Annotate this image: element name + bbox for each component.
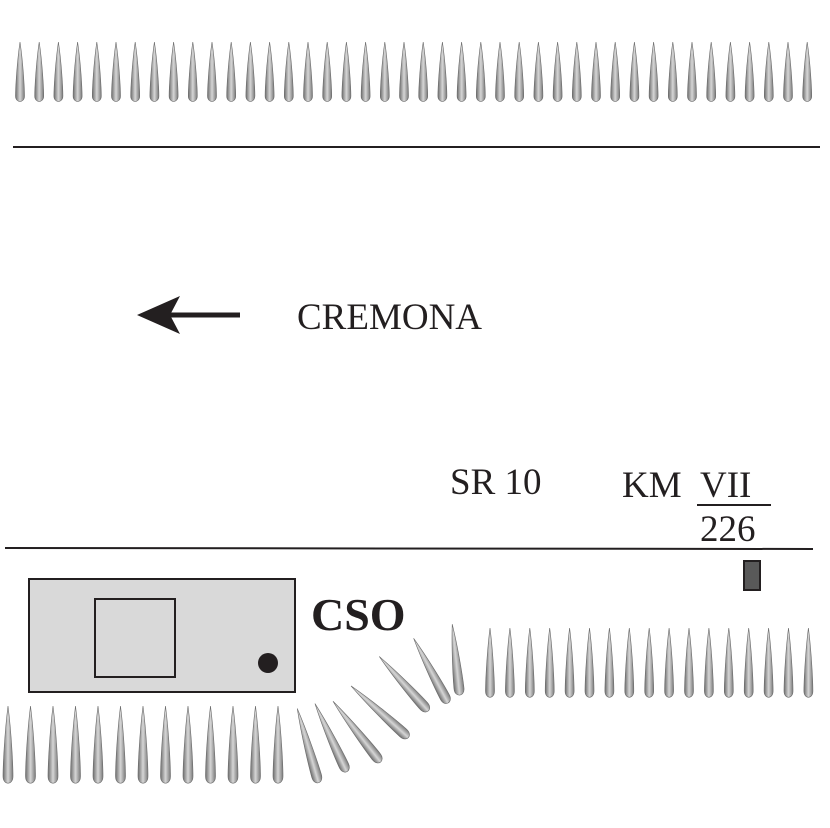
tree-icon — [584, 627, 595, 698]
tree-icon — [322, 41, 333, 102]
tree-icon — [687, 41, 697, 102]
tree-icon — [360, 41, 371, 102]
tree-icon — [629, 41, 640, 102]
tree-icon — [571, 41, 582, 102]
tree-icon — [564, 627, 575, 698]
tree-icon — [47, 705, 59, 784]
tree-icon — [495, 41, 505, 102]
tree-icon — [168, 41, 179, 102]
tree-icon — [644, 627, 655, 698]
direction-label: CREMONA — [297, 297, 482, 338]
tree-icon — [137, 705, 149, 784]
tree-icon — [648, 41, 659, 102]
tree-icon — [505, 627, 515, 698]
tree-icon — [34, 41, 45, 102]
building-inner-square — [94, 598, 176, 678]
tree-icon — [533, 41, 544, 102]
tree-icon — [314, 703, 350, 773]
tree-icon — [245, 41, 256, 102]
tree-icon — [418, 41, 429, 102]
building — [28, 578, 296, 693]
building-label: CSO — [311, 589, 406, 640]
milestone-roman: VII — [700, 465, 751, 506]
tree-icon — [624, 627, 635, 698]
tree-icon — [610, 41, 621, 102]
tree-icon — [664, 627, 674, 698]
tree-icon — [149, 41, 160, 102]
tree-icon — [485, 627, 495, 698]
tree-icon — [475, 41, 486, 102]
tree-icon — [684, 627, 694, 698]
tree-icon — [160, 705, 171, 784]
tree-icon — [437, 41, 448, 102]
tree-icon — [296, 708, 323, 784]
tree-icon — [379, 41, 390, 102]
tree-row-top — [15, 41, 813, 102]
tree-icon — [524, 627, 535, 698]
tree-icon — [783, 41, 793, 102]
road-edge-bottom — [4, 547, 814, 550]
tree-icon — [205, 705, 216, 784]
tree-row-bottom-right — [485, 627, 814, 698]
milestone-marker — [743, 560, 761, 591]
tree-icon — [704, 627, 714, 698]
tree-icon — [2, 705, 14, 784]
tree-icon — [303, 41, 313, 102]
tree-icon — [723, 627, 734, 698]
building-dot — [258, 653, 278, 673]
tree-icon — [604, 627, 615, 698]
tree-icon — [802, 41, 813, 102]
direction-arrow-left-icon — [137, 296, 240, 334]
tree-icon — [264, 41, 275, 102]
tree-icon — [763, 627, 774, 698]
tree-icon — [227, 705, 239, 784]
tree-icon — [399, 41, 409, 102]
tree-icon — [341, 41, 352, 102]
tree-icon — [514, 41, 525, 102]
tree-icon — [744, 41, 755, 102]
tree-icon — [803, 627, 814, 698]
tree-icon — [111, 41, 121, 102]
tree-row-diagonal — [296, 624, 465, 784]
tree-icon — [667, 41, 678, 102]
tree-icon — [283, 41, 294, 102]
tree-icon — [332, 701, 383, 764]
tree-icon — [188, 41, 198, 102]
tree-icon — [544, 627, 555, 698]
milestone-number: 226 — [700, 509, 756, 550]
tree-icon — [130, 41, 140, 102]
tree-icon — [378, 656, 430, 713]
tree-icon — [207, 41, 217, 102]
tree-icon — [743, 627, 754, 698]
tree-icon — [182, 705, 194, 784]
tree-icon — [72, 41, 83, 102]
tree-icon — [783, 627, 794, 698]
tree-icon — [53, 41, 64, 102]
tree-icon — [226, 41, 236, 102]
tree-icon — [706, 41, 717, 102]
tree-icon — [725, 41, 736, 102]
tree-icon — [70, 705, 81, 784]
tree-icon — [552, 41, 563, 102]
tree-icon — [92, 705, 104, 784]
tree-icon — [413, 638, 451, 704]
tree-icon — [272, 705, 284, 784]
tree-icon — [456, 41, 467, 102]
tree-icon — [350, 685, 410, 740]
tree-icon — [115, 705, 126, 784]
building-outline — [28, 578, 296, 693]
tree-icon — [451, 624, 465, 696]
tree-icon — [92, 41, 102, 102]
tree-icon — [250, 705, 261, 784]
tree-icon — [763, 41, 774, 102]
tree-icon — [25, 705, 36, 784]
road-name: SR 10 — [450, 462, 542, 503]
tree-icon — [15, 41, 25, 102]
tree-icon — [591, 41, 601, 102]
milestone-prefix: KM — [622, 465, 682, 506]
tree-row-bottom-left — [2, 705, 284, 784]
